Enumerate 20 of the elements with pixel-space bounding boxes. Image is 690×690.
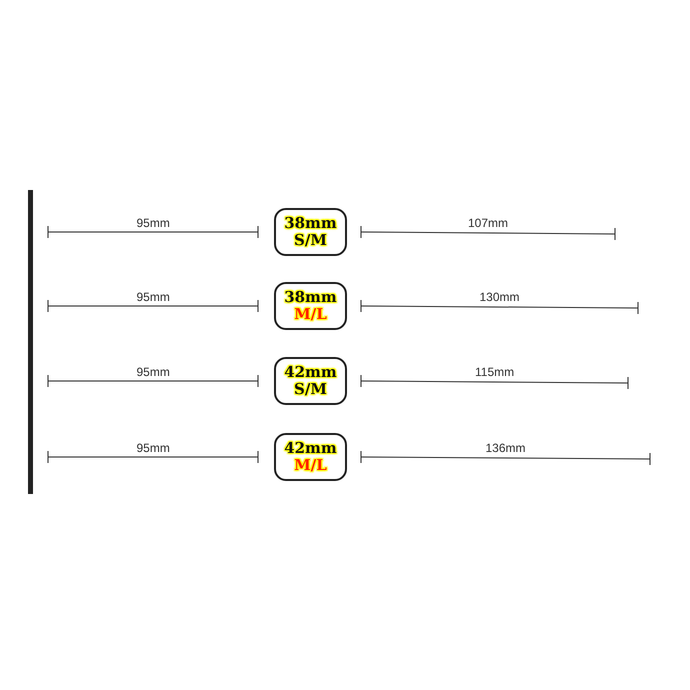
dimension-label: 130mm [480, 290, 520, 304]
dimension-label: 95mm [136, 441, 170, 455]
dimension-label: 136mm [486, 441, 526, 455]
dimension-label: 95mm [136, 365, 170, 379]
case-size-text: 42mm [284, 364, 337, 381]
dimension-label: 95mm [136, 290, 170, 304]
band-size-text: S/M [294, 381, 327, 398]
band-size-text: S/M [294, 232, 327, 249]
dimension-label: 95mm [136, 216, 170, 230]
size-badge [274, 282, 347, 330]
band-size-text: M/L [294, 457, 327, 474]
size-badge [274, 208, 347, 256]
case-size-text: 38mm [284, 215, 337, 232]
case-size-text: 38mm [284, 289, 337, 306]
size-badge [274, 433, 347, 481]
size-badge [274, 357, 347, 405]
dimension-label: 107mm [468, 216, 508, 230]
band-size-text: M/L [294, 306, 327, 323]
dimension-label: 115mm [475, 365, 514, 379]
case-size-text: 42mm [284, 440, 337, 457]
